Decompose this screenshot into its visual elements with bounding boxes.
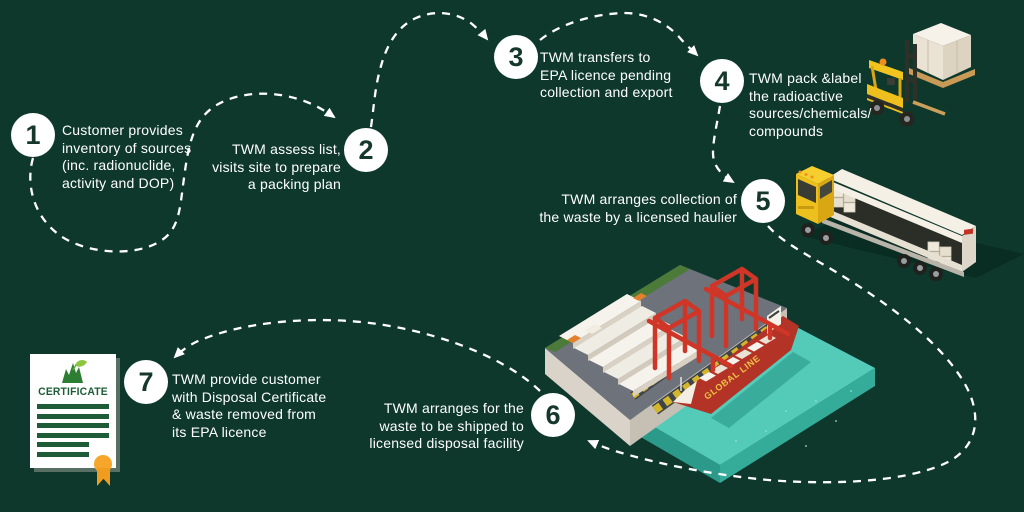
certificate-text-lines bbox=[30, 398, 116, 457]
crate bbox=[909, 23, 975, 88]
wheels bbox=[869, 100, 915, 127]
step-1-text: Customer provides inventory of sources (… bbox=[62, 122, 192, 191]
step-6-circle: 6 bbox=[531, 393, 575, 437]
step-2-number: 2 bbox=[358, 134, 374, 165]
step-2-circle: 2 bbox=[344, 128, 388, 172]
step-3-text: TWM transfers to EPA licence pending col… bbox=[540, 49, 673, 100]
step-4-text: TWM pack &label the radioactive sources/… bbox=[749, 70, 872, 139]
beacon-light bbox=[879, 58, 887, 66]
step-5-text: TWM arranges collection of the waste by … bbox=[539, 191, 737, 225]
truck-illustration bbox=[796, 166, 1024, 281]
step-4-circle: 4 bbox=[700, 59, 744, 103]
step-6-text: TWM arranges for the waste to be shipped… bbox=[369, 400, 524, 451]
step-5-number: 5 bbox=[755, 185, 771, 216]
step-6-number: 6 bbox=[545, 399, 561, 430]
step-7-text: TWM provide customer with Disposal Certi… bbox=[172, 371, 327, 440]
pallet bbox=[909, 68, 975, 88]
step-3-circle: 3 bbox=[494, 35, 538, 79]
step-4-number: 4 bbox=[714, 65, 730, 96]
step-3-number: 3 bbox=[508, 41, 524, 72]
flow-path-2-3 bbox=[369, 11, 489, 128]
step-7-circle: 7 bbox=[124, 360, 168, 404]
certificate-illustration: CERTIFICATE bbox=[30, 354, 116, 486]
step-1-number: 1 bbox=[25, 119, 41, 150]
step-5-circle: 5 bbox=[741, 179, 785, 223]
forklift-mast bbox=[905, 40, 917, 106]
forklift-body bbox=[867, 58, 946, 116]
eco-plant-icon bbox=[62, 360, 87, 383]
truck-cab bbox=[796, 166, 834, 224]
ribbon-tail bbox=[97, 468, 110, 486]
forklift-illustration bbox=[867, 23, 975, 127]
step-7-number: 7 bbox=[138, 366, 154, 397]
windshield bbox=[798, 179, 816, 203]
flow-path-4-5 bbox=[711, 105, 735, 184]
step-1-circle: 1 bbox=[11, 113, 55, 157]
certificate-title: CERTIFICATE bbox=[38, 386, 108, 398]
step-2-text: TWM assess list, visits site to prepare … bbox=[212, 141, 341, 192]
